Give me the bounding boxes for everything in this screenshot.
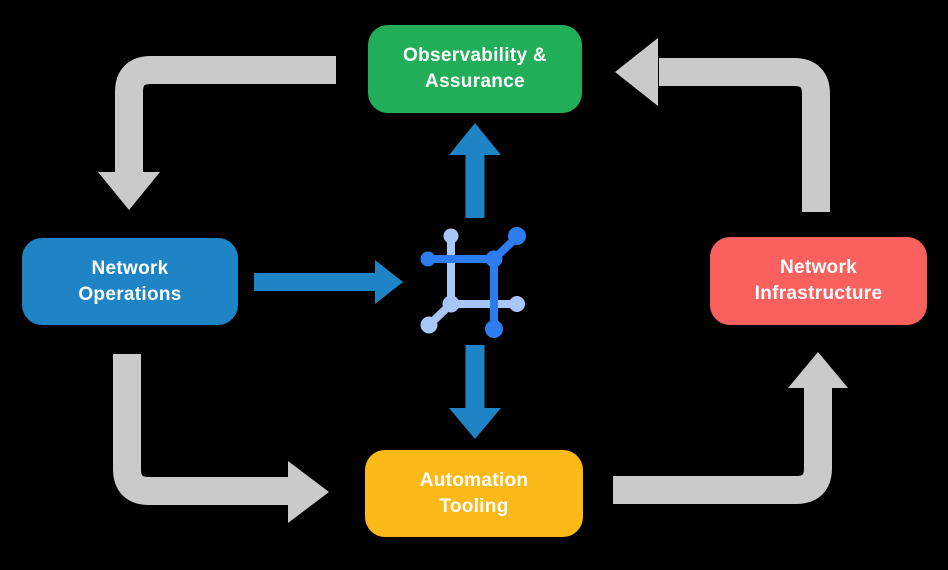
- arrow-head-up-icon: [449, 123, 501, 155]
- arrow-head-right-icon: [288, 461, 329, 523]
- arrow-shaft: [659, 58, 830, 212]
- flow-arrow-center-to-observability: [449, 123, 501, 218]
- arrow-head-right-icon: [375, 260, 403, 304]
- arrow-head-left-icon: [615, 38, 658, 106]
- cycle-arrow-observability-to-operations: [98, 56, 336, 210]
- node-observability-assurance: Observability & Assurance: [368, 25, 582, 113]
- cycle-arrow-infrastructure-to-observability: [615, 38, 830, 212]
- network-mesh-icon-light-layer: [420, 228, 525, 334]
- network-mesh-icon: [420, 227, 526, 338]
- node-operations-label: Network Operations: [78, 257, 182, 305]
- arrow-head-down-icon: [449, 408, 501, 439]
- arrow-head-down-icon: [98, 172, 160, 210]
- node-observability-label: Observability & Assurance: [403, 45, 547, 92]
- arrow-shaft: [115, 56, 336, 173]
- flow-arrow-center-to-automation: [449, 345, 501, 439]
- node-automation-label: Automation Tooling: [419, 469, 529, 517]
- network-mesh-icon-dark-layer: [420, 227, 526, 338]
- node-network-infrastructure: Network Infrastructure: [710, 237, 927, 325]
- arrow-shaft: [113, 354, 289, 505]
- arrow-shaft: [613, 388, 832, 504]
- node-network-operations: Network Operations: [22, 238, 238, 325]
- node-infrastructure-label: Network Infrastructure: [754, 257, 883, 304]
- node-automation-tooling: Automation Tooling: [365, 450, 583, 537]
- cycle-arrow-automation-to-infrastructure: [613, 352, 848, 504]
- flow-arrow-operations-to-center: [254, 260, 403, 304]
- arrow-head-up-icon: [788, 352, 848, 388]
- cycle-arrow-operations-to-automation: [113, 354, 329, 523]
